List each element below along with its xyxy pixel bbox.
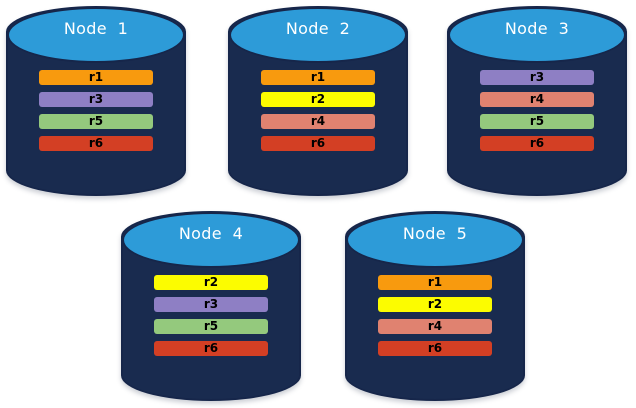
replica-bar[interactable]: r2 bbox=[378, 297, 492, 312]
database-node-cylinder[interactable]: Node 2 r1 r2 r4 r6 bbox=[228, 6, 408, 196]
node-title: Node 3 bbox=[504, 19, 570, 38]
node-title: Node 5 bbox=[402, 224, 468, 243]
replica-bar[interactable]: r5 bbox=[39, 114, 153, 129]
replica-bar-list: r3 r4 r5 r6 bbox=[447, 70, 627, 151]
replica-bar[interactable]: r6 bbox=[154, 341, 268, 356]
node-top-ellipse bbox=[448, 7, 626, 63]
replica-bar[interactable]: r6 bbox=[39, 136, 153, 151]
node-title: Node 2 bbox=[285, 19, 351, 38]
node-top-ellipse bbox=[346, 212, 524, 268]
database-node-cylinder[interactable]: Node 3 r3 r4 r5 r6 bbox=[447, 6, 627, 196]
replica-bar[interactable]: r4 bbox=[261, 114, 375, 129]
node-title: Node 4 bbox=[178, 224, 244, 243]
replica-bar[interactable]: r2 bbox=[154, 275, 268, 290]
replica-bar[interactable]: r3 bbox=[39, 92, 153, 107]
replica-bar[interactable]: r3 bbox=[480, 70, 594, 85]
replica-bar[interactable]: r3 bbox=[154, 297, 268, 312]
replica-bar[interactable]: r6 bbox=[261, 136, 375, 151]
replica-bar[interactable]: r2 bbox=[261, 92, 375, 107]
replica-bar[interactable]: r6 bbox=[480, 136, 594, 151]
replica-bar-list: r1 r2 r4 r6 bbox=[228, 70, 408, 151]
replica-bar[interactable]: r5 bbox=[154, 319, 268, 334]
replica-bar[interactable]: r4 bbox=[480, 92, 594, 107]
replica-bar-list: r2 r3 r5 r6 bbox=[121, 275, 301, 356]
replica-bar[interactable]: r6 bbox=[378, 341, 492, 356]
replica-bar[interactable]: r1 bbox=[261, 70, 375, 85]
node-title: Node 1 bbox=[63, 19, 129, 38]
database-node-cylinder[interactable]: Node 4 r2 r3 r5 r6 bbox=[121, 211, 301, 401]
replica-bar-list: r1 r2 r4 r6 bbox=[345, 275, 525, 356]
replica-bar[interactable]: r5 bbox=[480, 114, 594, 129]
replica-bar[interactable]: r1 bbox=[378, 275, 492, 290]
node-top-ellipse bbox=[229, 7, 407, 63]
replica-bar-list: r1 r3 r5 r6 bbox=[6, 70, 186, 151]
database-node-cylinder[interactable]: Node 5 r1 r2 r4 r6 bbox=[345, 211, 525, 401]
database-node-cylinder[interactable]: Node 1 r1 r3 r5 r6 bbox=[6, 6, 186, 196]
node-top-ellipse bbox=[122, 212, 300, 268]
replica-bar[interactable]: r1 bbox=[39, 70, 153, 85]
replica-bar[interactable]: r4 bbox=[378, 319, 492, 334]
node-top-ellipse bbox=[7, 7, 185, 63]
